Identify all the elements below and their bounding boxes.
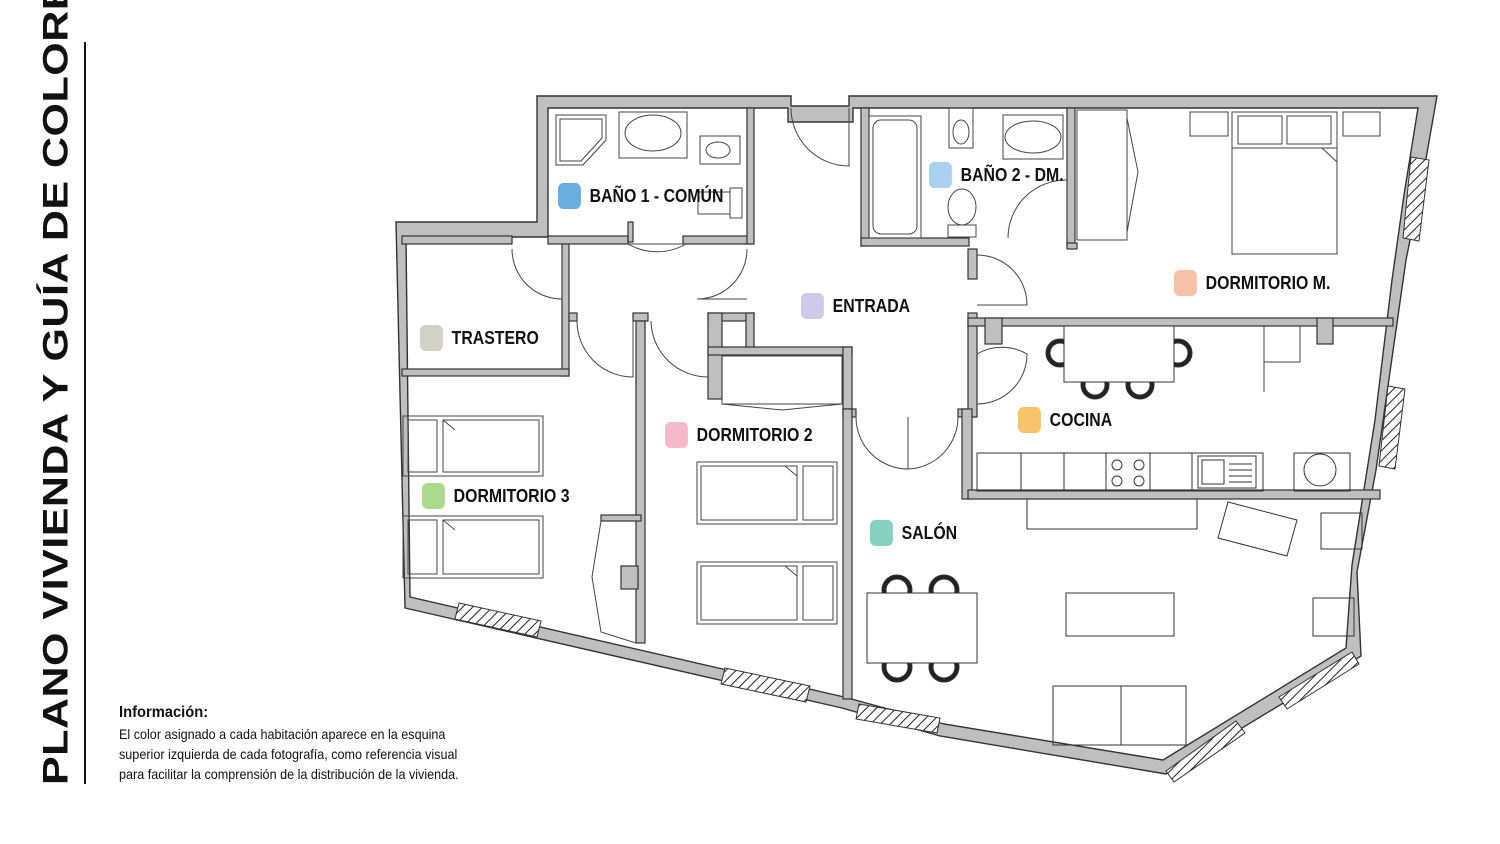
room-name: DORMITORIO M. bbox=[1205, 272, 1331, 293]
color-swatch bbox=[1018, 407, 1041, 433]
color-swatch bbox=[558, 183, 581, 209]
room-label-dormitorio-m: DORMITORIO M. bbox=[1174, 270, 1330, 296]
room-label-dormitorio2: DORMITORIO 2 bbox=[665, 422, 813, 448]
title-divider bbox=[84, 42, 86, 784]
color-swatch bbox=[422, 483, 445, 509]
info-title: Información: bbox=[119, 704, 209, 721]
info-box: Información: El color asignado a cada ha… bbox=[119, 704, 559, 784]
windows bbox=[454, 156, 1430, 783]
room-name: ENTRADA bbox=[832, 295, 911, 316]
room-label-bano1: BAÑO 1 - COMÚN bbox=[558, 183, 723, 209]
color-swatch bbox=[801, 293, 824, 319]
room-label-trastero: TRASTERO bbox=[420, 325, 539, 351]
room-label-bano2: BAÑO 2 - DM. bbox=[929, 162, 1064, 188]
room-name: COCINA bbox=[1049, 409, 1113, 430]
interior-walls bbox=[401, 107, 1394, 700]
color-swatch bbox=[929, 162, 952, 188]
room-label-dormitorio3: DORMITORIO 3 bbox=[422, 483, 570, 509]
room-name: SALÓN bbox=[901, 522, 958, 543]
color-swatch bbox=[1174, 270, 1197, 296]
color-swatch bbox=[420, 325, 443, 351]
color-swatch bbox=[665, 422, 688, 448]
room-label-entrada: ENTRADA bbox=[801, 293, 910, 319]
salon-furniture bbox=[866, 498, 1363, 746]
dormitorio2-furniture bbox=[696, 355, 843, 625]
bano2-fixtures bbox=[868, 107, 1064, 239]
bano1-fixtures bbox=[555, 111, 743, 219]
cocina-furniture bbox=[976, 325, 1351, 492]
doors bbox=[511, 107, 1301, 470]
info-text: El color asignado a cada habitación apar… bbox=[119, 726, 459, 782]
room-name: BAÑO 2 - DM. bbox=[960, 164, 1064, 185]
room-label-salon: SALÓN bbox=[870, 520, 957, 546]
room-name: BAÑO 1 - COMÚN bbox=[589, 185, 724, 206]
dormitorio-m-furniture bbox=[1076, 109, 1381, 255]
room-name: DORMITORIO 2 bbox=[696, 424, 813, 445]
room-label-cocina: COCINA bbox=[1018, 407, 1112, 433]
color-swatch bbox=[870, 520, 893, 546]
room-name: TRASTERO bbox=[451, 327, 539, 348]
dormitorio3-furniture bbox=[402, 415, 637, 644]
room-name: DORMITORIO 3 bbox=[453, 485, 570, 506]
